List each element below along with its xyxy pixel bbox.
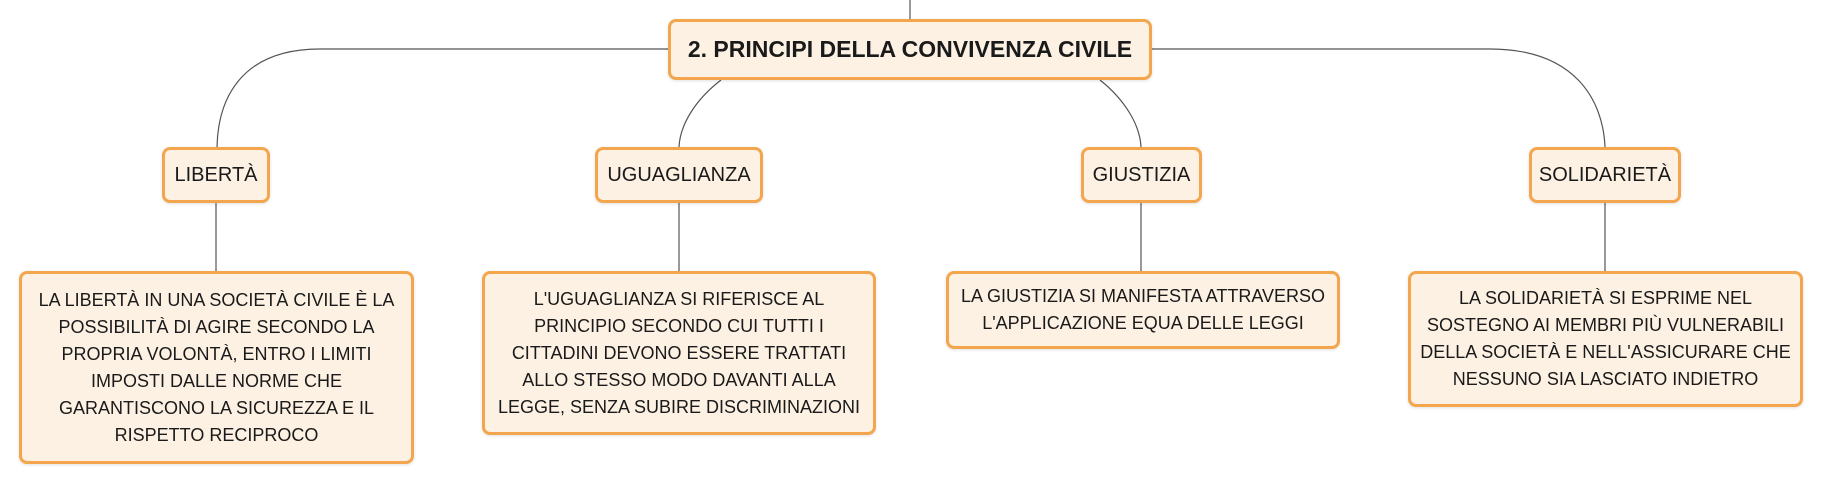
description-text-liberta: LA LIBERTÀ IN UNA SOCIETÀ CIVILE È LA PO… <box>38 289 395 445</box>
description-text-solidarieta: LA SOLIDARIETÀ SI ESPRIME NEL SOSTEGNO A… <box>1420 288 1791 389</box>
topic-node-solidarieta[interactable]: SOLIDARIETÀ <box>1529 147 1681 203</box>
topic-label-giustizia: GIUSTIZIA <box>1092 163 1191 186</box>
description-node-uguaglianza[interactable]: L'UGUAGLIANZA SI RIFERISCE AL PRINCIPIO … <box>482 271 876 435</box>
root-label: 2. PRINCIPI DELLA CONVIVENZA CIVILE <box>687 36 1133 62</box>
topic-label-solidarieta: SOLIDARIETÀ <box>1538 163 1672 186</box>
connector-root-giustizia <box>1099 79 1142 148</box>
description-node-liberta[interactable]: LA LIBERTÀ IN UNA SOCIETÀ CIVILE È LA PO… <box>19 271 414 464</box>
topic-node-giustizia[interactable]: GIUSTIZIA <box>1081 147 1202 203</box>
topic-node-uguaglianza[interactable]: UGUAGLIANZA <box>595 147 763 203</box>
topic-node-liberta[interactable]: LIBERTÀ <box>162 147 270 203</box>
description-text-uguaglianza: L'UGUAGLIANZA SI RIFERISCE AL PRINCIPIO … <box>497 288 861 417</box>
root-node[interactable]: 2. PRINCIPI DELLA CONVIVENZA CIVILE <box>668 19 1152 80</box>
description-node-giustizia[interactable]: LA GIUSTIZIA SI MANIFESTA ATTRAVERSO L'A… <box>946 271 1340 349</box>
description-node-solidarieta[interactable]: LA SOLIDARIETÀ SI ESPRIME NEL SOSTEGNO A… <box>1408 271 1803 407</box>
connector-root-solidarieta <box>1152 48 1606 148</box>
description-text-giustizia: LA GIUSTIZIA SI MANIFESTA ATTRAVERSO L'A… <box>960 286 1326 333</box>
connector-root-liberta <box>216 48 668 148</box>
topic-label-liberta: LIBERTÀ <box>174 163 258 186</box>
topic-label-uguaglianza: UGUAGLIANZA <box>607 163 751 186</box>
connector-root-uguaglianza <box>678 79 722 148</box>
